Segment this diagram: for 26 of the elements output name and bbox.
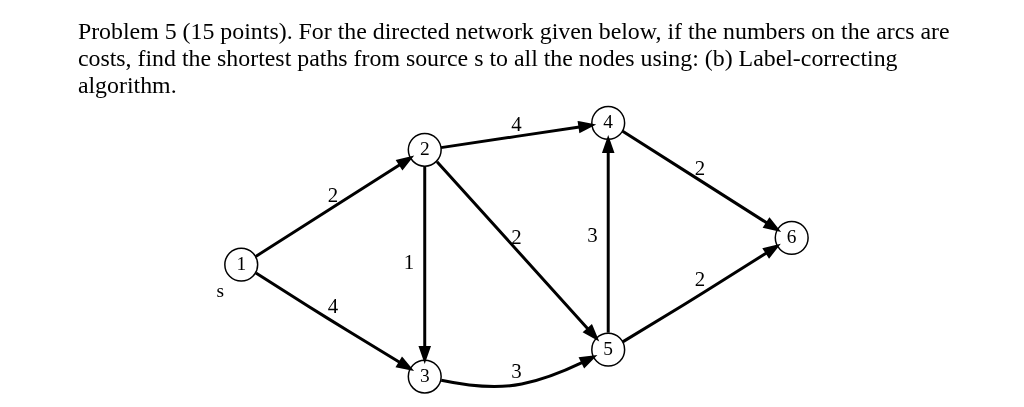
arrow [440, 354, 598, 388]
edge-label: 2 [694, 266, 706, 291]
node-label: s [216, 279, 225, 301]
node-circle: 1 [224, 247, 259, 282]
edge-label: 4 [327, 293, 339, 318]
edge-label: 3 [587, 222, 598, 247]
edge-label: 3 [511, 359, 522, 384]
node-circle: 2 [407, 132, 442, 167]
arrow [621, 243, 781, 344]
arrow [601, 135, 615, 333]
arrow [254, 155, 415, 258]
node-circle: 3 [407, 359, 442, 394]
edge-label: 2 [511, 225, 522, 250]
edge-label: 2 [327, 183, 339, 208]
edge-label: 4 [511, 111, 522, 136]
arrow [621, 129, 782, 233]
node-circle: 6 [774, 220, 809, 255]
edge-label: 1 [403, 249, 415, 274]
diagram-title: Problem 5 (15 points). For the directed network given below, if the numbers on the arcs are costs, find the shortest paths from source s to all the nodes using: (b) Label-correcting algorithm. [77, 18, 950, 98]
arrow [440, 120, 597, 150]
node-circle: 5 [591, 332, 626, 367]
arrow [255, 271, 415, 372]
arrow [435, 160, 600, 342]
node-circle: 4 [591, 105, 626, 141]
edge-label: 2 [694, 156, 706, 181]
arrow [418, 166, 431, 365]
